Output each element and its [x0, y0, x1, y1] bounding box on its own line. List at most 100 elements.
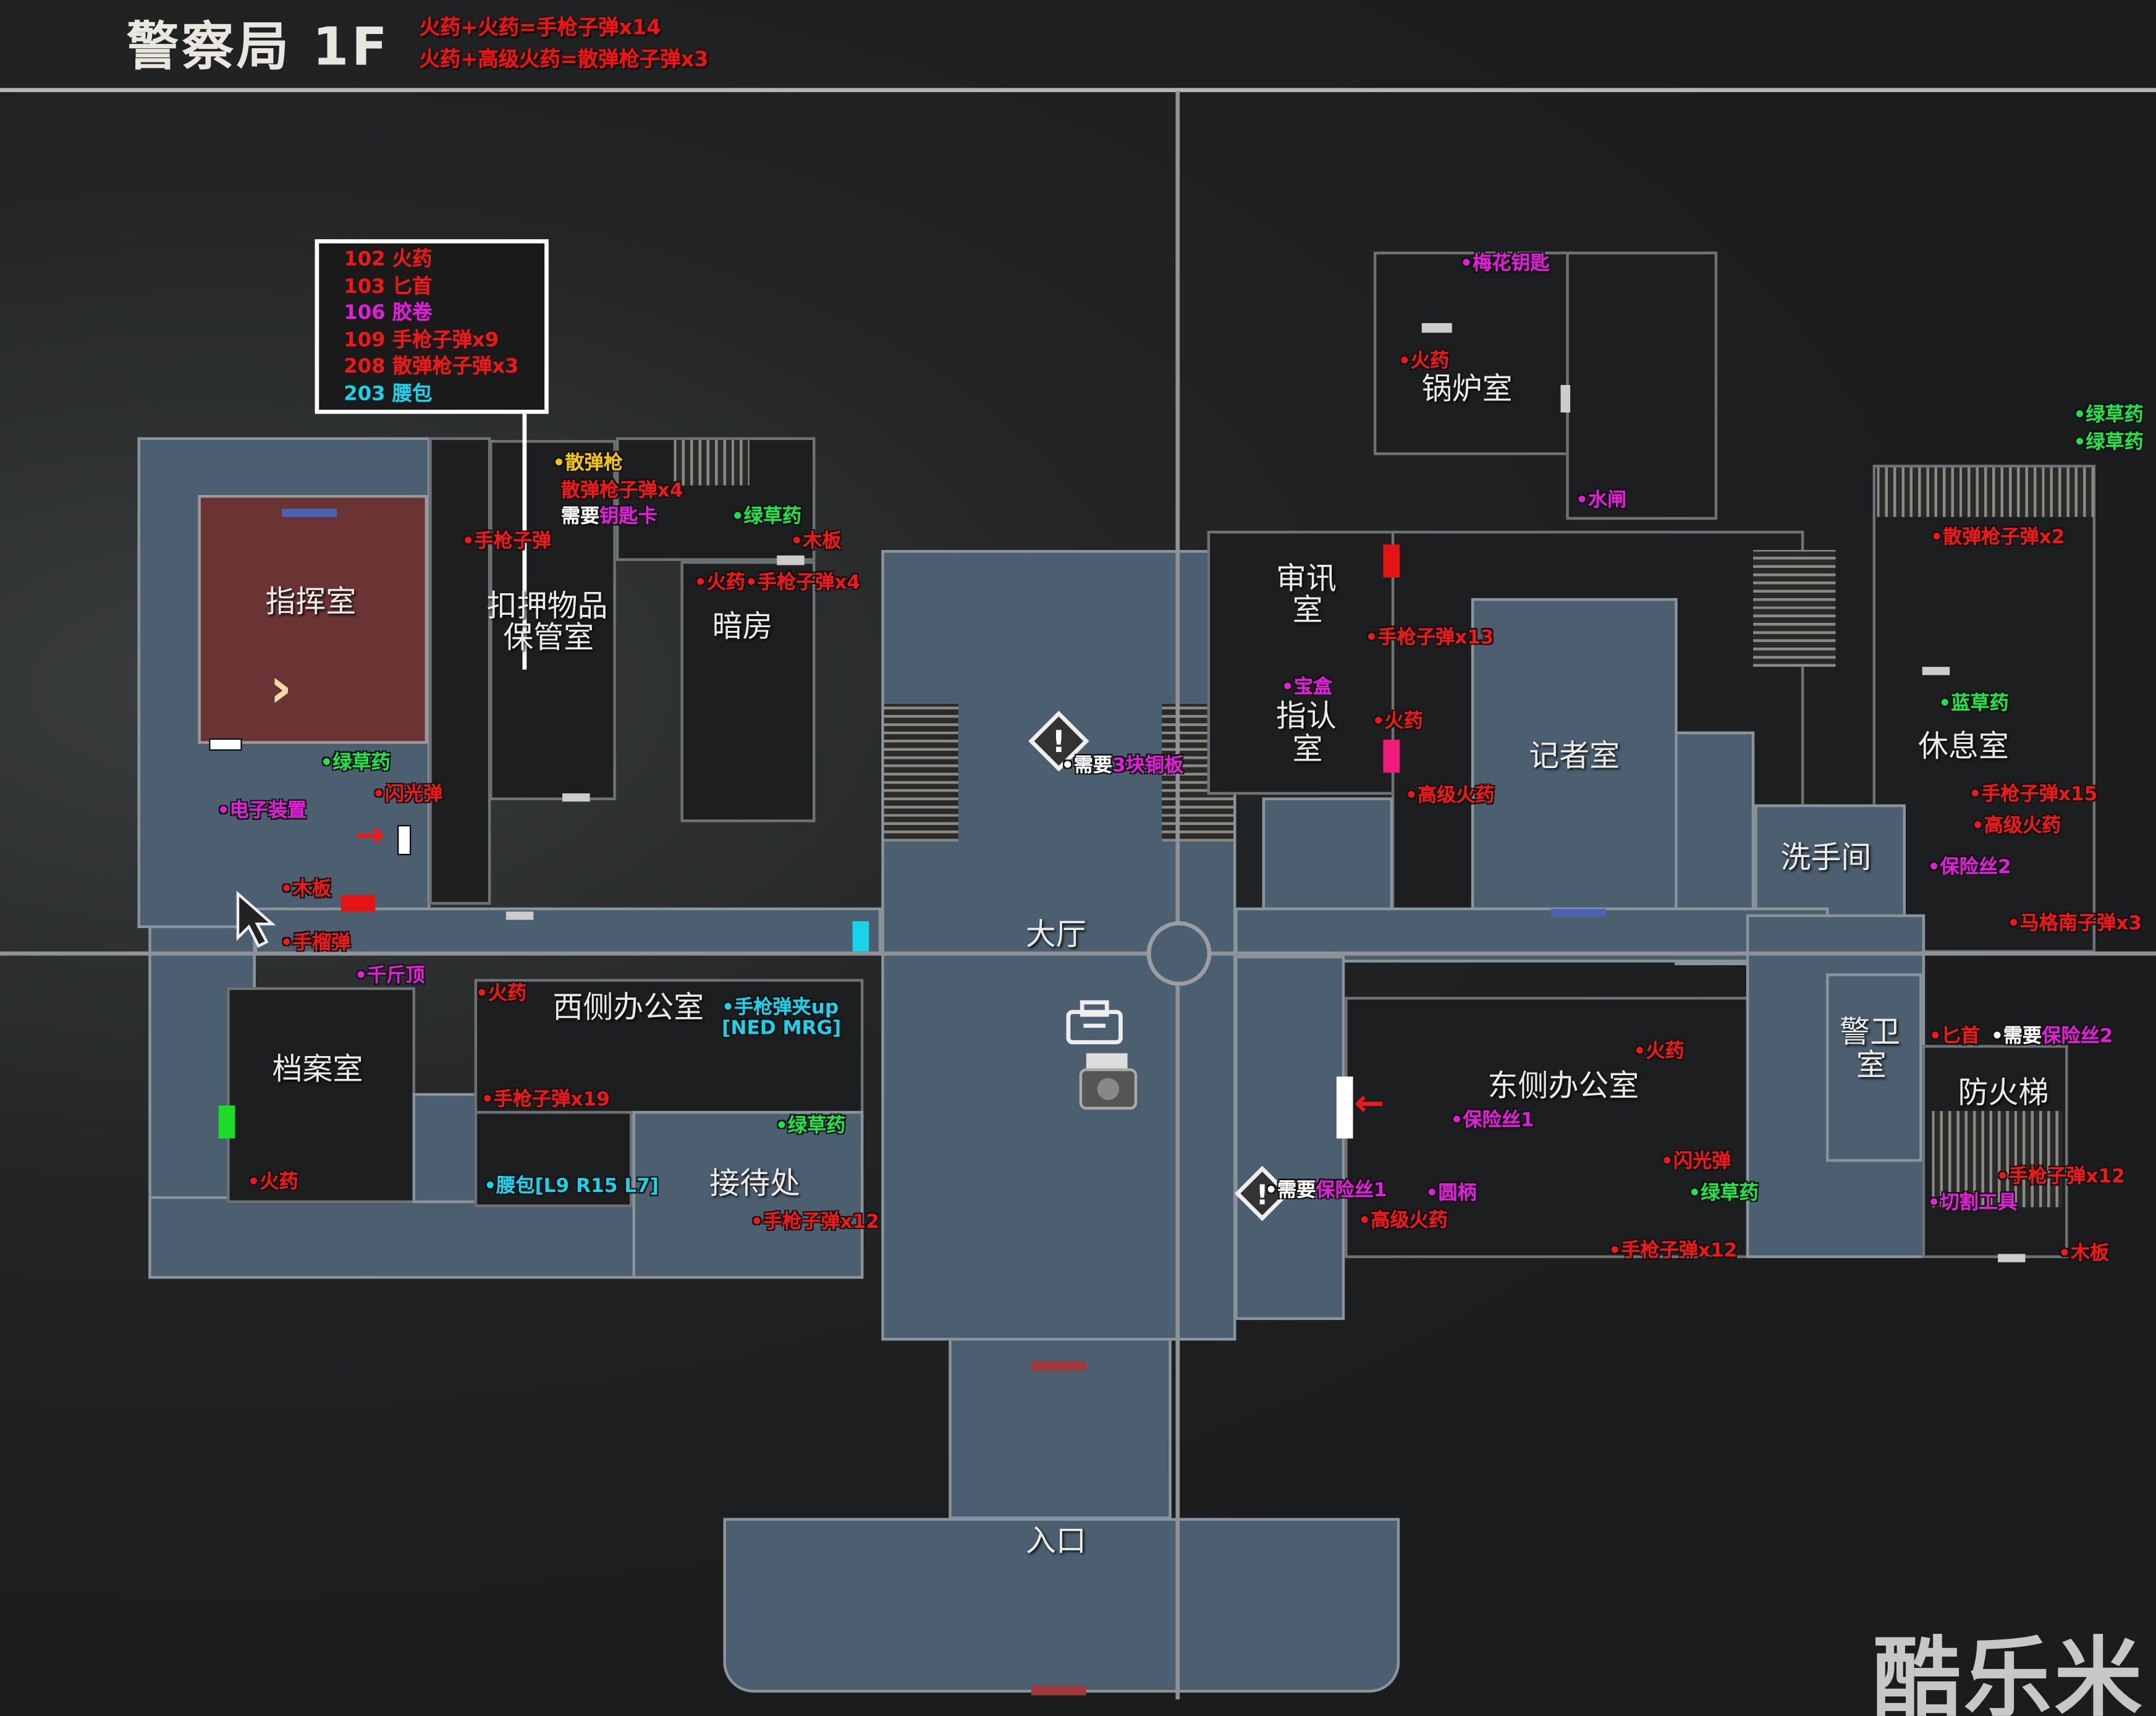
door[interactable] [1560, 385, 1571, 413]
item-marker: •圆柄 [1426, 1178, 1476, 1206]
item-label: •手榴弹 [280, 932, 351, 955]
item-marker: •木板 [2058, 1239, 2109, 1267]
item-marker: •梅花钥匙 [1460, 249, 1550, 277]
item-label: •保险丝1 [1450, 1109, 1534, 1132]
item-label: •火药 [1633, 1041, 1685, 1063]
room-label-evidence-1: 扣押物品 [486, 590, 608, 625]
door[interactable] [1031, 1361, 1086, 1371]
chevron-right-icon[interactable]: › [269, 657, 292, 721]
item-marker: •切割工具 [1928, 1188, 2018, 1215]
required-item-label: 保险丝1 [1316, 1180, 1387, 1202]
item-label: •圆柄 [1426, 1182, 1477, 1205]
stairs-north-east [1877, 467, 2094, 517]
item-marker: •绿草药 [1688, 1178, 1758, 1206]
east-office-floor [1345, 997, 1749, 1258]
item-marker: •绿草药 [2073, 400, 2143, 428]
lounge-floor [1872, 465, 2096, 953]
mouse-cursor-icon [236, 890, 276, 948]
command-room-floor [198, 495, 428, 744]
north-corridor [1566, 251, 1718, 520]
item-label: •绿草药 [320, 752, 391, 774]
item-label: •火药 [1398, 350, 1450, 373]
legend-entry: 203 腰包 [344, 383, 433, 405]
door[interactable] [1421, 323, 1452, 333]
item-marker: •保险丝2 [1928, 853, 2011, 881]
stairs [674, 440, 750, 486]
room-label-guard-2: 室 [1856, 1049, 1887, 1084]
evidence-room-floor [489, 440, 616, 801]
item-label: •梅花钥匙 [1460, 253, 1550, 276]
room-label-restroom: 洗手间 [1780, 841, 1872, 876]
item-label: [NED MRG] [722, 1017, 842, 1040]
interrogation-lineup-floor [1207, 530, 1400, 795]
door-blocked[interactable] [1383, 544, 1400, 578]
item-label: 需要 [560, 505, 600, 528]
west-office-floor [474, 979, 864, 1114]
door[interactable] [1922, 667, 1950, 675]
door[interactable] [1550, 908, 1606, 918]
item-label: •匕首 [1929, 1025, 1981, 1048]
stair-room [615, 437, 816, 561]
stairs-east [1753, 550, 1836, 667]
item-marker: •电子装置 [218, 796, 307, 824]
item-marker: •手枪子弹x12 [1997, 1162, 2125, 1190]
door-shutter[interactable] [1383, 740, 1400, 773]
door[interactable] [777, 555, 805, 565]
room-label-interrogation-2: 室 [1292, 594, 1323, 628]
item-marker: •闪光弹 [373, 780, 442, 808]
item-marker: •马格南子弹x3 [2008, 909, 2142, 937]
axis-vertical [1175, 90, 1180, 1700]
item-marker: [NED MRG] [722, 1018, 841, 1040]
legend-entry: 106 胶卷 [344, 302, 433, 325]
item-label: •木板 [790, 530, 842, 553]
required-item-label: 3块铜板 [1112, 754, 1184, 777]
door[interactable] [562, 793, 590, 802]
arrow-right-icon: → [355, 815, 385, 857]
fire-escape-stairs [1932, 1110, 2063, 1207]
door-locked[interactable] [397, 825, 412, 856]
item-marker: •绿草药 [320, 748, 390, 776]
item-marker: •手榴弹 [281, 928, 350, 956]
item-marker: •绿草药 [732, 502, 801, 530]
item-marker: •高级火药 [1972, 811, 2061, 839]
door-shutter[interactable] [852, 921, 869, 952]
item-label: •电子装置 [217, 800, 307, 822]
door[interactable] [282, 509, 337, 517]
door-locked[interactable] [1336, 1076, 1353, 1139]
item-label: 散弹枪子弹x4 [560, 480, 683, 502]
item-marker: •手枪子弹x12 [1609, 1236, 1737, 1264]
item-label: •绿草药 [2073, 404, 2144, 426]
room-label-hall: 大厅 [1025, 918, 1086, 953]
door-open[interactable] [218, 1105, 235, 1139]
warning-diamond-icon[interactable]: ! [1235, 1165, 1290, 1221]
room-label-lineup-2: 室 [1292, 732, 1323, 767]
item-box-icon[interactable] [1064, 998, 1125, 1045]
door-blocked[interactable] [340, 895, 376, 912]
item-label: •高级火药 [1405, 785, 1495, 808]
item-code-legend: 102 火药 103 匕首 106 胶卷 109 手枪子弹x9 208 散弹枪子… [315, 239, 549, 414]
item-marker: •水闸 [1576, 485, 1626, 513]
item-marker: •火药 [248, 1167, 298, 1195]
item-label: •手枪子弹x12 [1609, 1240, 1738, 1262]
item-marker: •腰包[L9 R15 L7] [484, 1172, 659, 1199]
item-label: •蓝草药 [1938, 693, 2009, 716]
item-label: •手枪弹夹up [722, 997, 839, 1019]
typewriter-icon[interactable] [1078, 1050, 1138, 1114]
room-label-records: 档案室 [272, 1053, 363, 1088]
watermark-logo: 酷乐米 [1872, 1629, 2145, 1716]
item-label: •千斤顶 [355, 965, 425, 987]
room-label-east-office: 东侧办公室 [1487, 1070, 1639, 1104]
room-label-fire-escape: 防火梯 [1958, 1076, 2049, 1111]
warning-diamond-icon[interactable]: ! [1028, 711, 1089, 772]
legend-entry: 103 匕首 [344, 276, 433, 298]
item-marker: •手枪弹夹up [722, 993, 839, 1021]
item-label: •绿草药 [1688, 1182, 1759, 1205]
item-label: •木板 [280, 878, 332, 901]
door[interactable] [1031, 1685, 1086, 1696]
item-label: •火药•手枪子弹x4 [694, 572, 861, 594]
door[interactable] [1998, 1254, 2026, 1262]
item-label: •手枪子弹x12 [750, 1211, 879, 1233]
door-locked[interactable] [209, 738, 242, 751]
door[interactable] [505, 911, 534, 920]
